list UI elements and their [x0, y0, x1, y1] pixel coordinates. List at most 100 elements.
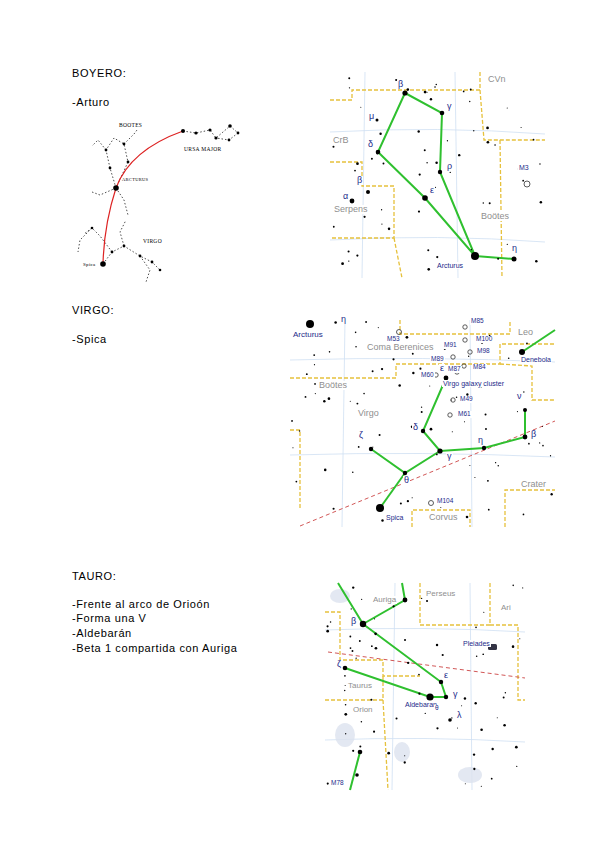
chart-mark: [380, 473, 405, 508]
chart-mark: [92, 188, 116, 195]
chart-mark: [550, 493, 552, 495]
star-label: β: [397, 80, 404, 89]
chart-mark: [306, 373, 308, 375]
constellation-name: Serpens: [333, 205, 369, 214]
chart-mark: [344, 690, 345, 691]
chart-mark: [473, 753, 475, 755]
chart-mark: [417, 130, 419, 132]
chart-mark: [462, 364, 466, 368]
chart-mark: [352, 471, 354, 473]
chart-mark: [512, 645, 515, 648]
chart-mark: [355, 346, 357, 348]
chart-mark: [324, 469, 327, 472]
chart-mark: [348, 251, 350, 253]
star-label: M87: [447, 366, 462, 373]
constellation-name: Perseus: [425, 590, 456, 598]
chart-mark: [419, 368, 421, 370]
chart-mark: [361, 599, 362, 600]
chart-mark: [139, 255, 142, 258]
chart-mark: [500, 364, 555, 400]
chart-mark: [91, 227, 94, 230]
chart-mark: [345, 685, 346, 686]
chart-mark: [381, 519, 383, 521]
chart-mark: [345, 704, 347, 706]
chart-mark: [325, 738, 525, 742]
star-label: M84: [472, 364, 487, 371]
chart-mark: [375, 647, 378, 650]
named-stars: [343, 598, 452, 777]
chart-mark: [371, 645, 373, 647]
chart-mark: [474, 477, 475, 478]
chart-mark: [376, 504, 384, 512]
chart-mark: [315, 393, 316, 394]
chart-mark: [361, 721, 363, 723]
chart-mark: [388, 228, 391, 231]
chart-mark: [359, 746, 361, 748]
chart-mark: [341, 262, 344, 265]
chart-mark: [487, 141, 490, 144]
named-stars: [306, 320, 527, 512]
chart-mark: [466, 516, 469, 519]
chart-mark: [519, 349, 525, 355]
star-label: ζ: [336, 660, 342, 669]
constellation-name: Ari: [500, 604, 512, 612]
chart-mark: [456, 396, 458, 398]
chart-mark: [451, 398, 455, 402]
chart-mark: [515, 746, 518, 749]
chart-mark: [512, 585, 514, 587]
chart-mark: [437, 448, 442, 453]
chart-mark: [470, 89, 472, 91]
chart-mark: [519, 638, 520, 639]
chart-mark: [495, 462, 496, 463]
chart-mark: [542, 426, 543, 427]
chart-mark: [323, 400, 325, 402]
chart-mark: [542, 445, 544, 447]
chart-mark: [334, 321, 337, 324]
chart-mark: [290, 358, 555, 362]
chart-mark: [505, 692, 506, 693]
chart-mark: [468, 356, 469, 357]
chart-mark: [359, 640, 361, 642]
chart-mark: [358, 750, 363, 755]
star-label: η: [511, 244, 518, 253]
chart-mark: [352, 750, 354, 752]
constellation-boundary: [325, 583, 525, 790]
chart-mark: [539, 442, 540, 443]
star-label: ε: [439, 364, 445, 373]
star-label: Denebola: [520, 356, 552, 363]
chart-mark: [403, 471, 407, 475]
chart-mark: [379, 133, 381, 135]
star-label: β: [350, 617, 357, 626]
constellation-name: Leo: [517, 328, 534, 337]
chart-mark: [338, 583, 405, 624]
chart-mark: [438, 170, 442, 174]
chart-mark: [412, 497, 413, 498]
chart-mark: [436, 256, 438, 258]
chart-mark: [228, 139, 231, 142]
chart-mark: [494, 144, 496, 146]
section-note: -Beta 1 compartida con Auriga: [72, 643, 237, 654]
constellation-name: Taurus: [347, 682, 373, 690]
constellation-name: Coma Berenices: [366, 343, 435, 352]
chart-mark: [407, 500, 409, 502]
section-note: TAURO:: [72, 571, 116, 582]
chart-mark: [418, 210, 420, 212]
chart-mark: [348, 77, 350, 79]
chart-mark: [533, 139, 535, 141]
chart-mark: [482, 653, 484, 655]
chart-mark: [475, 256, 514, 259]
chart-mark: [327, 625, 329, 627]
chart-mark: [349, 636, 351, 638]
chart-mark: [550, 455, 551, 456]
chart-mark: [400, 320, 510, 334]
chart-mark: [392, 583, 395, 790]
sketch-stars: [91, 124, 240, 271]
chart-mark: [330, 162, 394, 238]
chart-mark: [418, 693, 420, 695]
chart-mark: [450, 172, 451, 173]
chart-mark: [355, 657, 356, 658]
chart-mark: [228, 124, 232, 128]
chart-mark: [92, 140, 106, 150]
chart-mark: [435, 161, 438, 164]
